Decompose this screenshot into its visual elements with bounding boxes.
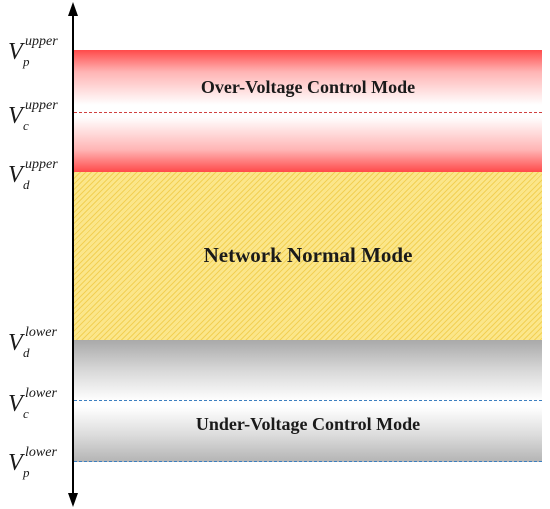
axis-arrow-up-icon [68,2,78,16]
vc-upper-threshold-line [74,112,542,113]
under-voltage-mode-label: Under-Voltage Control Mode [195,414,421,434]
axis-arrow-down-icon [68,493,78,507]
over-voltage-band [74,50,542,172]
vp-lower-threshold-line [74,461,542,462]
under-voltage-band [74,340,542,462]
network-normal-mode-label: Network Normal Mode [203,243,413,267]
vc-lower-threshold-line [74,400,542,401]
voltage-axis [68,2,78,507]
over-voltage-mode-label: Over-Voltage Control Mode [200,77,416,97]
normal-mode-band [74,172,542,340]
